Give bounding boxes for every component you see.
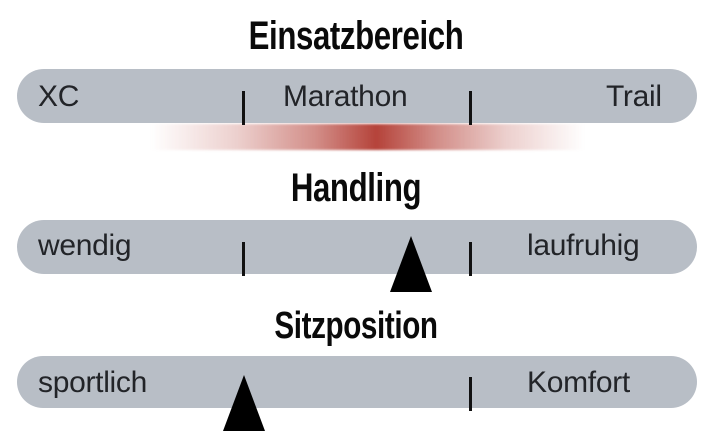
usage-range-highlight bbox=[150, 124, 585, 150]
scale-tick bbox=[242, 91, 245, 125]
scale-tick bbox=[469, 242, 472, 276]
scale-title-sitzposition: Sitzposition bbox=[274, 305, 438, 347]
handling-marker-triangle-icon bbox=[390, 236, 432, 292]
label-marathon: Marathon bbox=[283, 80, 408, 113]
scale-bar-sitzposition bbox=[17, 356, 697, 408]
scale-title-handling: Handling bbox=[290, 166, 422, 210]
label-sportlich: sportlich bbox=[38, 366, 148, 399]
scale-tick bbox=[469, 377, 472, 411]
label-xc: XC bbox=[38, 80, 80, 113]
scale-bar-einsatzbereich bbox=[17, 69, 697, 123]
scale-bar-handling bbox=[17, 220, 697, 274]
label-laufruhig: laufruhig bbox=[527, 229, 640, 262]
sitzposition-marker-triangle-icon bbox=[223, 375, 265, 431]
label-komfort: Komfort bbox=[527, 366, 630, 399]
scale-tick bbox=[469, 91, 472, 125]
label-wendig: wendig bbox=[38, 229, 132, 262]
scale-title-einsatzbereich: Einsatzbereich bbox=[248, 14, 464, 58]
scale-tick bbox=[242, 242, 245, 276]
label-trail: Trail bbox=[606, 80, 662, 113]
